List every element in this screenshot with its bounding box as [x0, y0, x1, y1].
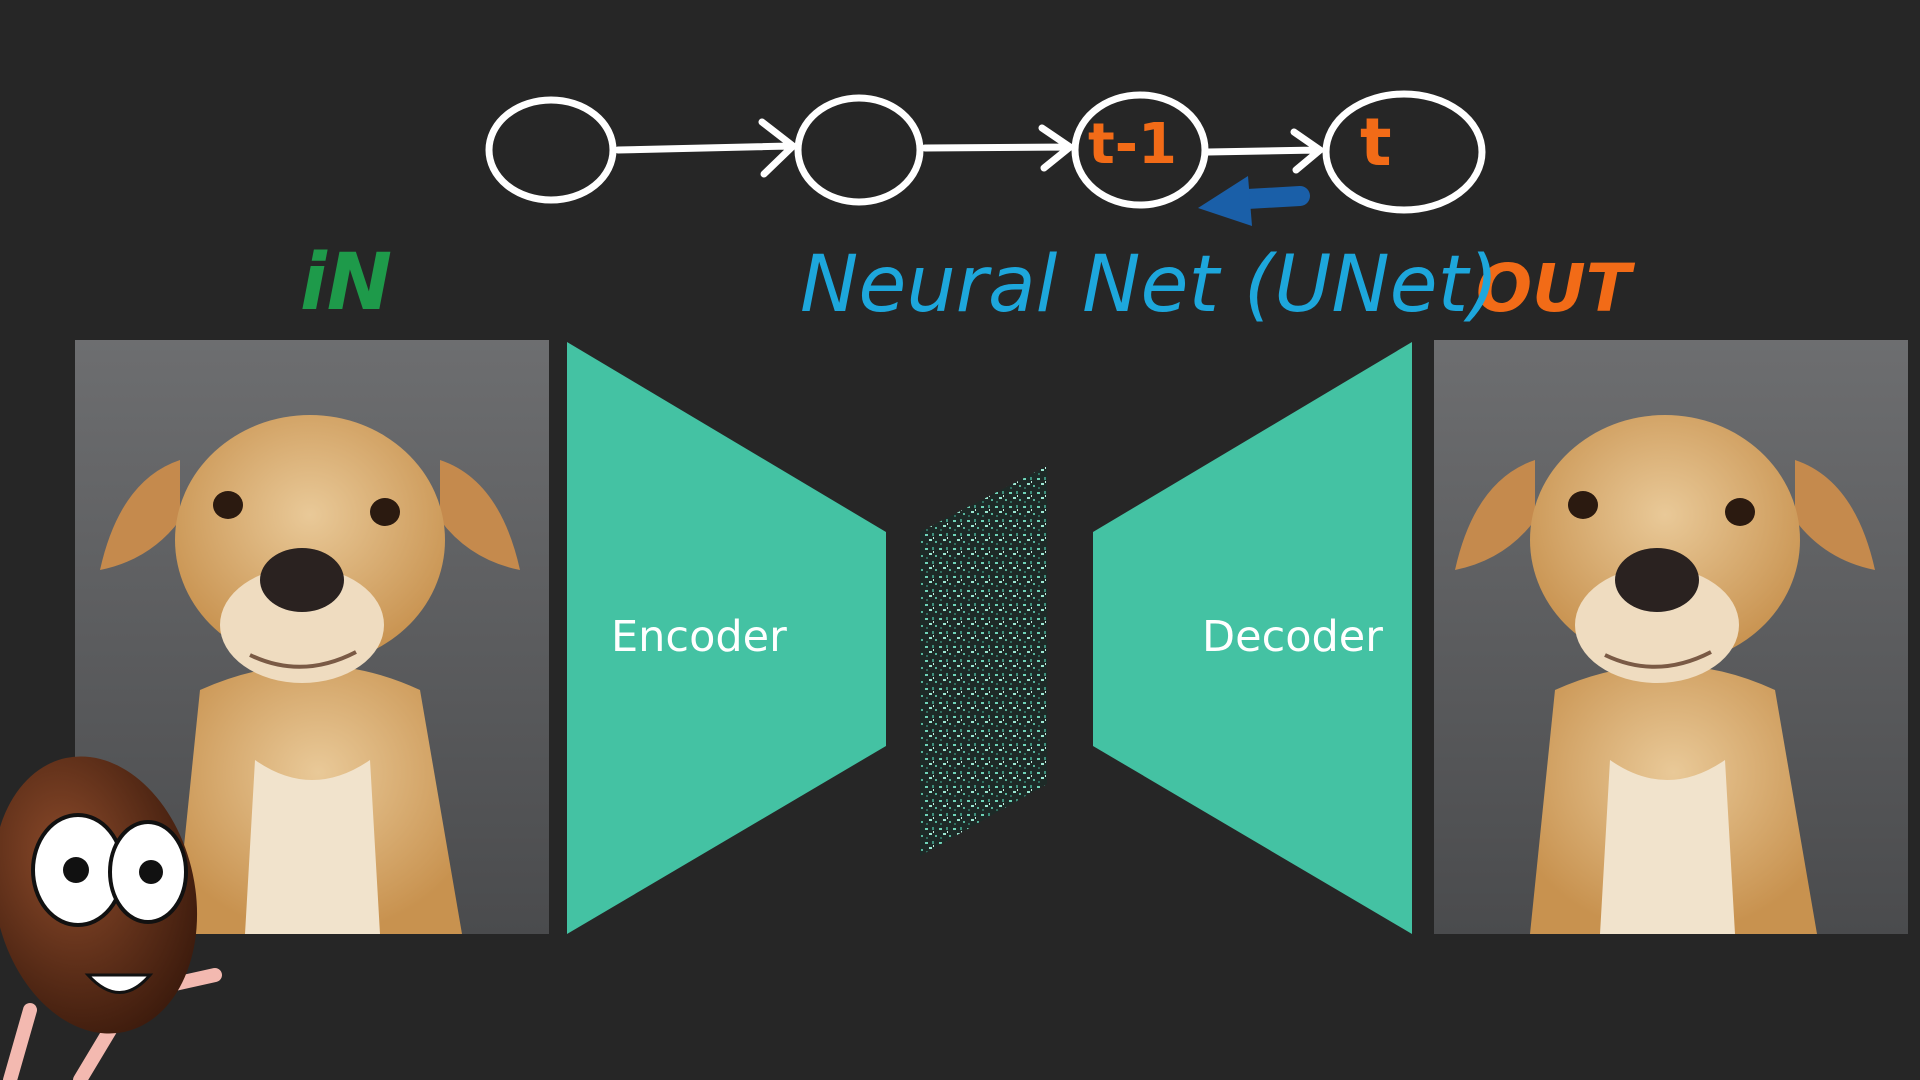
- coffee-bean-mascot-icon: [0, 756, 222, 1080]
- timeline-node-1: [485, 96, 617, 204]
- arrow-left-icon: [1198, 176, 1310, 226]
- output-label: OUT: [1476, 250, 1631, 327]
- timeline-arrow-1: [614, 118, 799, 178]
- decoder-block: [1093, 342, 1412, 934]
- timeline-node-label: t-1: [1088, 112, 1177, 177]
- timeline-node-4: [1322, 90, 1486, 214]
- timeline-arrow-2: [921, 124, 1076, 172]
- output-image: [1434, 340, 1908, 934]
- timeline-node-label: t: [1360, 104, 1392, 181]
- timeline-chain: [485, 90, 1486, 214]
- timeline-node-3: [1071, 91, 1209, 209]
- encoder-block: [567, 342, 886, 934]
- encoder-label: Encoder: [611, 612, 787, 662]
- decoder-label: Decoder: [1202, 612, 1383, 662]
- timeline-node-2: [794, 94, 924, 206]
- network-label: Neural Net (UNet): [800, 240, 1499, 330]
- latent-noise: [920, 466, 1047, 856]
- timeline-arrow-3: [1204, 128, 1326, 174]
- input-label: iN: [300, 238, 393, 328]
